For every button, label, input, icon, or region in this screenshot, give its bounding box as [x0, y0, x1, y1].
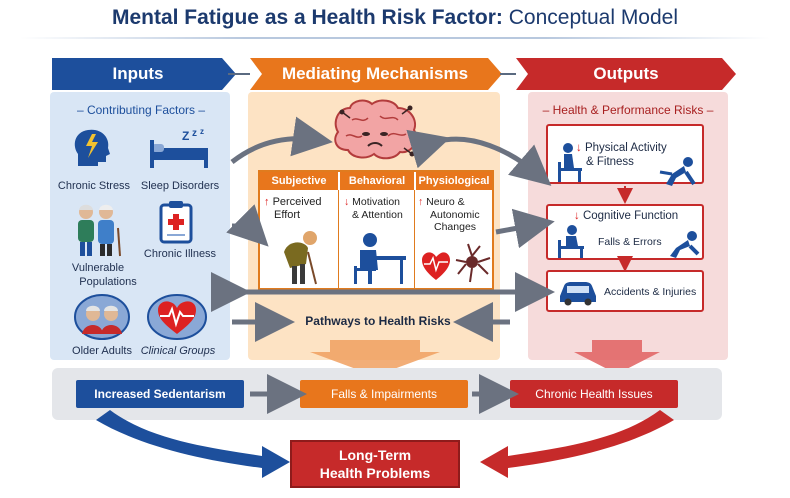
outputs-header-shape: [516, 58, 736, 90]
svg-text:Z: Z: [182, 129, 189, 143]
heart-pulse-icon: [147, 294, 207, 340]
behavioral-header: Behavioral: [340, 172, 414, 190]
title-divider: [20, 37, 770, 39]
older-adults-label: Older Adults: [72, 345, 132, 357]
contributing-factors-header: – Contributing Factors –: [76, 103, 206, 117]
perceived-effort-text: ↑ Perceived Effort: [264, 196, 322, 222]
hunched-person-icon: [284, 231, 317, 285]
right-curve-arrow: [480, 410, 674, 478]
long-term-health-problems-box: Long-Term Health Problems: [290, 440, 460, 488]
chronic-illness-label: Chronic Illness: [143, 248, 217, 260]
person-chair-icon: [558, 143, 582, 182]
sleep-disorders-label: Sleep Disorders: [140, 180, 220, 192]
mechanisms-header-shape: [250, 58, 502, 90]
brain-icon: [334, 99, 418, 160]
person-desk-icon: [354, 233, 406, 284]
svg-text:z: z: [192, 128, 197, 139]
physical-activity-text: ↓ Physical Activity & Fitness: [576, 142, 667, 168]
subjective-header: Subjective: [260, 172, 338, 190]
older-adults-avatar-icon: [74, 294, 130, 340]
pathways-label: Pathways to Health Risks: [305, 314, 451, 328]
falling-person-icon: [670, 231, 700, 258]
elderly-couple-icon: [78, 204, 121, 257]
motivation-attention-text: ↓ Motivation & Attention: [344, 196, 403, 221]
clinical-groups-label: Clinical Groups: [140, 345, 216, 357]
chronic-stress-label: Chronic Stress: [57, 180, 131, 192]
accidents-injuries-text: Accidents & Injuries: [604, 286, 697, 298]
inputs-header-shape: [52, 58, 236, 90]
bed-sleep-icon: Z z z: [150, 127, 208, 168]
head-stress-icon: [74, 129, 110, 166]
sedentarism-box: Increased Sedentarism: [76, 380, 244, 408]
column-divider: [338, 190, 339, 288]
cognitive-function-text: ↓ Cognitive Function: [574, 210, 679, 222]
chronic-health-box: Chronic Health Issues: [510, 380, 678, 408]
inputs-header: Inputs: [112, 64, 164, 83]
outputs-header: Outputs: [593, 64, 659, 83]
falls-impairments-box: Falls & Impairments: [300, 380, 468, 408]
mechanisms-header: Mediating Mechanisms: [281, 64, 469, 83]
neuro-autonomic-text: ↑ Neuro & Autonomic Changes: [418, 196, 480, 234]
car-icon: [560, 282, 596, 306]
vulnerable-populations-label: Vulnerable Populations: [71, 262, 137, 288]
falls-errors-text: Falls & Errors: [598, 236, 662, 248]
falling-person-icon: [659, 157, 696, 186]
health-performance-header: – Health & Performance Risks –: [542, 103, 714, 117]
heart-neuron-icon: [422, 243, 491, 283]
left-curve-arrow: [96, 410, 290, 478]
clipboard-medical-icon: [159, 201, 193, 244]
page-title: Mental Fatigue as a Health Risk Factor: …: [111, 6, 679, 29]
person-chair-icon: [558, 225, 584, 258]
column-divider: [414, 190, 415, 288]
column-header-arrows: [52, 58, 736, 90]
svg-text:z: z: [200, 127, 204, 136]
physiological-header: Physiological: [416, 172, 492, 190]
